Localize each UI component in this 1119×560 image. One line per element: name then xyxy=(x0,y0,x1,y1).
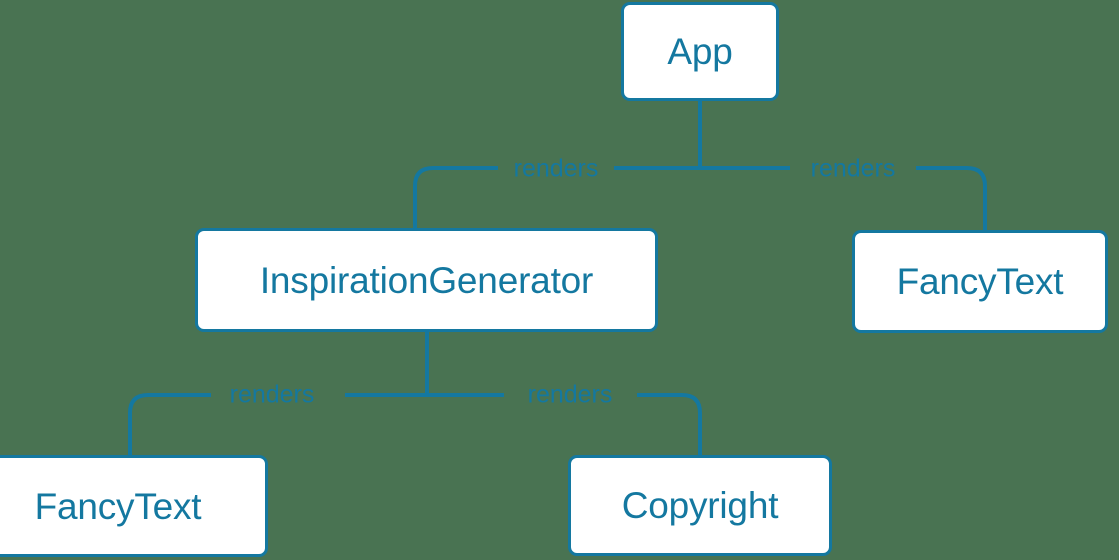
edge-label-inspirationgenerator-to-copyright: renders xyxy=(527,380,613,409)
edge-label-app-to-fancytext-right: renders xyxy=(810,154,896,183)
edge-inspirationgenerator-to-fancytext-left xyxy=(128,393,427,455)
node-app-label: App xyxy=(667,31,733,72)
node-copyright-label: Copyright xyxy=(621,485,779,526)
node-fancytext-right-label: FancyText xyxy=(896,261,1064,302)
edge-app-to-fancytext-right xyxy=(700,166,987,230)
edge-inspirationgenerator-to-copyright xyxy=(427,393,702,455)
edge-app-to-inspirationgenerator xyxy=(413,166,700,228)
node-copyright[interactable]: Copyright xyxy=(568,455,832,556)
edge-label-app-to-inspirationgenerator: renders xyxy=(513,154,599,183)
node-fancytext-left-label: FancyText xyxy=(34,485,202,527)
node-fancytext-right[interactable]: FancyText xyxy=(852,230,1108,333)
node-inspirationgenerator-label: InspirationGenerator xyxy=(259,259,594,301)
node-inspirationgenerator[interactable]: InspirationGenerator xyxy=(195,228,658,332)
node-fancytext-left[interactable]: FancyText xyxy=(0,455,268,557)
node-app[interactable]: App xyxy=(621,2,779,101)
edge-label-inspirationgenerator-to-fancytext-left: renders xyxy=(229,380,315,409)
